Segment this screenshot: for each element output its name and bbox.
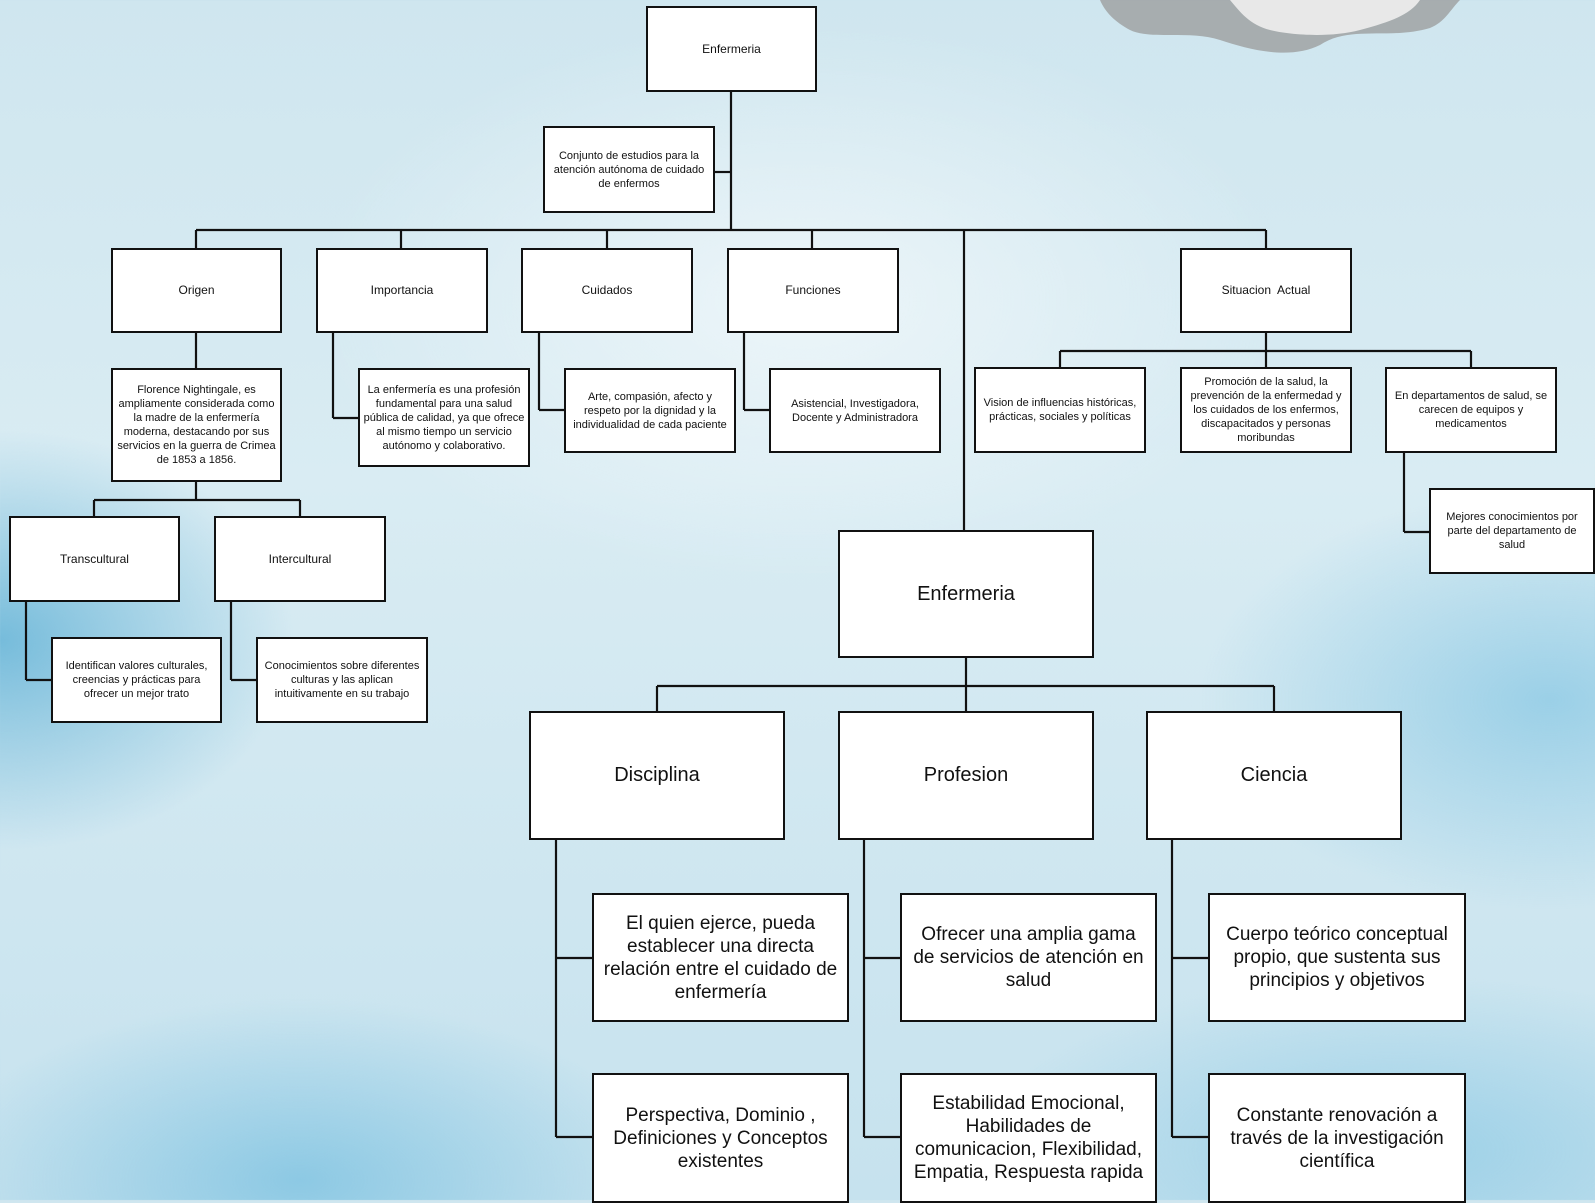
funciones-label: Funciones — [785, 283, 841, 297]
ciencia-node: Ciencia — [1146, 711, 1402, 840]
cuidados-detail-text: Arte, compasión, afecto y respeto por la… — [573, 390, 727, 431]
origen-node: Origen — [111, 248, 282, 333]
root-node: Enfermeria — [646, 6, 817, 92]
cuidados-label: Cuidados — [581, 283, 633, 297]
situacion-detail-3-text: En departamentos de salud, se carecen de… — [1394, 390, 1548, 430]
profesion-label: Profesion — [923, 764, 1009, 786]
situacion-detail-3-sub-node: Mejores conocimientos por parte del depa… — [1429, 488, 1595, 574]
disciplina-item-1-text: El quien ejerce, pueda establecer una di… — [603, 912, 838, 1003]
disciplina-item-2-text: Perspectiva, Dominio , Definiciones y Co… — [613, 1104, 828, 1172]
ciencia-item-2-text: Constante renovación a través de la inve… — [1230, 1104, 1444, 1172]
funciones-detail-node: Asistencial, Investigadora, Docente y Ad… — [769, 368, 941, 453]
torn-paper-decoration — [1100, 0, 1460, 53]
intercultural-label: Intercultural — [268, 551, 332, 566]
transcultural-detail-text: Identifican valores culturales, creencia… — [65, 660, 208, 700]
disciplina-item-1-node: El quien ejerce, pueda establecer una di… — [592, 893, 849, 1022]
definition-node: Conjunto de estudios para la atención au… — [543, 126, 715, 213]
ciencia-item-2-node: Constante renovación a través de la inve… — [1208, 1073, 1466, 1203]
disciplina-label: Disciplina — [614, 764, 700, 786]
importancia-detail-node: La enfermería es una profesión fundament… — [358, 368, 530, 467]
cuidados-node: Cuidados — [521, 248, 693, 333]
situacion-actual-node: Situacion Actual — [1180, 248, 1352, 333]
importancia-label: Importancia — [370, 283, 434, 297]
ciencia-item-1-node: Cuerpo teórico conceptual propio, que su… — [1208, 893, 1466, 1022]
funciones-detail-text: Asistencial, Investigadora, Docente y Ad… — [791, 397, 919, 424]
transcultural-detail-node: Identifican valores culturales, creencia… — [51, 637, 222, 723]
root-title: Enfermeria — [702, 41, 761, 56]
profesion-item-2-text: Estabilidad Emocional, Habilidades de co… — [913, 1093, 1144, 1183]
origen-detail-node: Florence Nightingale, es ampliamente con… — [111, 368, 282, 482]
intercultural-detail-node: Conocimientos sobre diferentes culturas … — [256, 637, 428, 723]
situacion-detail-1-node: Vision de influencias históricas, prácti… — [974, 367, 1146, 453]
transcultural-label: Transcultural — [60, 551, 129, 566]
situacion-detail-2-text: Promoción de la salud, la prevención de … — [1190, 376, 1342, 444]
profesion-item-1-node: Ofrecer una amplia gama de servicios de … — [900, 893, 1157, 1022]
cuidados-detail-node: Arte, compasión, afecto y respeto por la… — [564, 368, 736, 453]
definition-text: Conjunto de estudios para la atención au… — [553, 149, 705, 190]
disciplina-node: Disciplina — [529, 711, 785, 840]
origen-label: Origen — [178, 283, 215, 297]
intercultural-node: Intercultural — [214, 516, 386, 602]
ciencia-item-1-text: Cuerpo teórico conceptual propio, que su… — [1226, 924, 1448, 991]
transcultural-node: Transcultural — [9, 516, 180, 602]
second-root-title: Enfermeria — [917, 582, 1015, 605]
intercultural-detail-text: Conocimientos sobre diferentes culturas … — [264, 660, 420, 700]
profesion-item-1-text: Ofrecer una amplia gama de servicios de … — [913, 924, 1144, 991]
situacion-actual-label: Situacion Actual — [1221, 283, 1311, 297]
ciencia-label: Ciencia — [1240, 764, 1308, 786]
situacion-detail-2-node: Promoción de la salud, la prevención de … — [1180, 367, 1352, 453]
situacion-detail-3-node: En departamentos de salud, se carecen de… — [1385, 367, 1557, 453]
situacion-detail-1-text: Vision de influencias históricas, prácti… — [983, 397, 1137, 423]
funciones-node: Funciones — [727, 248, 899, 333]
situacion-detail-3-sub-text: Mejores conocimientos por parte del depa… — [1446, 511, 1578, 551]
second-root-node: Enfermeria — [838, 530, 1094, 658]
profesion-node: Profesion — [838, 711, 1094, 840]
profesion-item-2-node: Estabilidad Emocional, Habilidades de co… — [900, 1073, 1157, 1203]
origen-detail-text: Florence Nightingale, es ampliamente con… — [117, 384, 276, 466]
disciplina-item-2-node: Perspectiva, Dominio , Definiciones y Co… — [592, 1073, 849, 1203]
importancia-node: Importancia — [316, 248, 488, 333]
importancia-detail-text: La enfermería es una profesión fundament… — [363, 383, 525, 452]
